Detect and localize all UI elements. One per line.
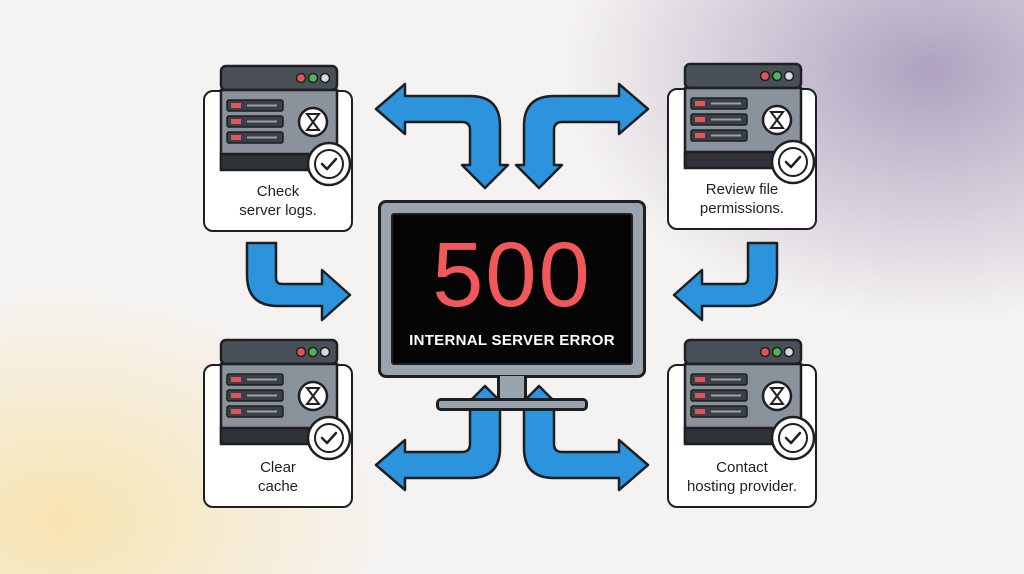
drive-led [231, 377, 241, 382]
status-led [759, 346, 771, 358]
server-rack-icon [683, 62, 816, 185]
monitor: 500 INTERNAL SERVER ERROR [378, 200, 646, 378]
checkmark-icon [784, 155, 802, 169]
step-card: Review file permissions. [667, 62, 817, 230]
monitor-stand-base [436, 398, 588, 411]
checkmark-icon [320, 157, 338, 171]
drive-led [231, 135, 241, 140]
monitor-screen: 500 INTERNAL SERVER ERROR [391, 213, 633, 365]
server-top-bar [683, 338, 803, 366]
drive-led [231, 409, 241, 414]
checkmark-circle-icon [314, 423, 344, 453]
drive-led [231, 119, 241, 124]
status-led [295, 346, 307, 358]
arrow-top-left [374, 82, 510, 190]
status-led [307, 72, 319, 84]
arrow-top-right [514, 82, 650, 190]
checkmark-circle-icon [778, 423, 808, 453]
status-led [759, 70, 771, 82]
hourglass-icon [769, 111, 785, 129]
drive-led [231, 393, 241, 398]
monitor-stand-neck [497, 376, 527, 400]
checkmark-icon [784, 431, 802, 445]
arrow-bottom-right [514, 384, 650, 492]
step-card: Check server logs. [203, 64, 353, 232]
checkmark-circle-icon [778, 147, 808, 177]
status-led [771, 70, 783, 82]
checkmark-circle-icon [314, 149, 344, 179]
error-code: 500 [432, 224, 592, 326]
checkmark-icon [320, 431, 338, 445]
server-top-bar [219, 338, 339, 366]
error-message: INTERNAL SERVER ERROR [409, 332, 615, 349]
hourglass-icon [305, 113, 321, 131]
hourglass-icon [769, 387, 785, 405]
drive-led [231, 103, 241, 108]
status-led [295, 72, 307, 84]
status-led [783, 346, 795, 358]
hourglass-icon [305, 387, 321, 405]
step-label: Review file permissions. [699, 181, 785, 217]
server-rack-icon [683, 338, 816, 461]
server-top-bar [683, 62, 803, 90]
server-rack-icon [219, 64, 352, 187]
status-led [319, 346, 331, 358]
step-card: Clear cache [203, 338, 353, 508]
drive-led [695, 101, 705, 106]
server-top-bar [219, 64, 339, 92]
step-label: Clear cache [257, 459, 299, 495]
drive-led [695, 133, 705, 138]
drive-led [695, 117, 705, 122]
step-label: Check server logs. [239, 183, 317, 219]
drive-led [695, 409, 705, 414]
step-label: Contact hosting provider. [686, 459, 798, 495]
arrow-right-to-monitor [672, 241, 779, 322]
drive-led [695, 377, 705, 382]
status-led [771, 346, 783, 358]
drive-led [695, 393, 705, 398]
server-rack-icon [219, 338, 352, 461]
arrow-bottom-left [374, 384, 510, 492]
arrow-left-to-monitor [245, 241, 352, 322]
status-led [307, 346, 319, 358]
step-card: Contact hosting provider. [667, 338, 817, 508]
status-led [319, 72, 331, 84]
status-led [783, 70, 795, 82]
